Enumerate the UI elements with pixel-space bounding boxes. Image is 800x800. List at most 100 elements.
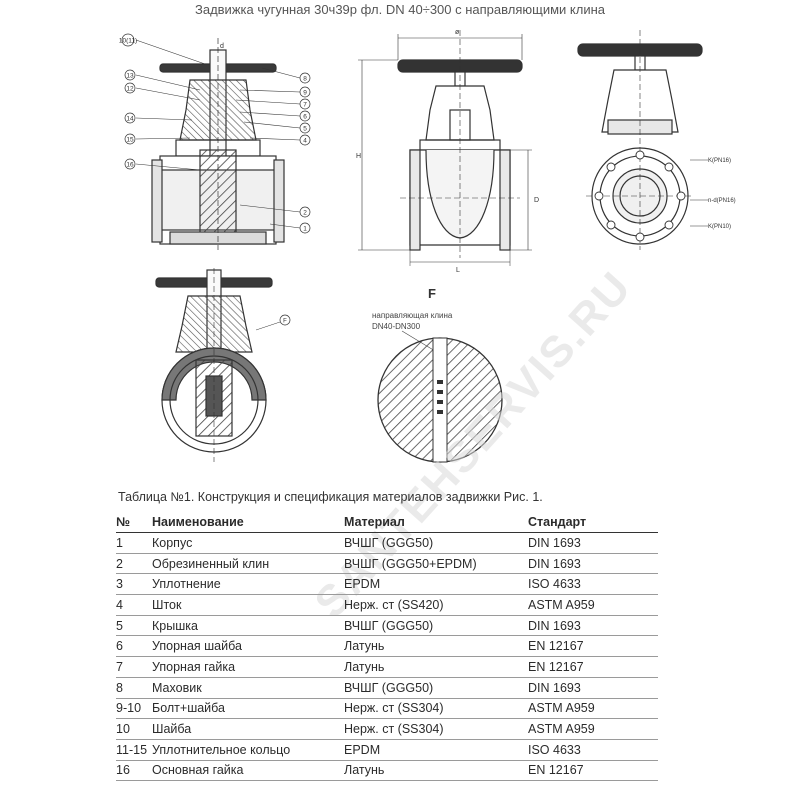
column-header-number: №	[116, 512, 152, 533]
cell-name: Упорная гайка	[152, 656, 344, 678]
section-view-drawing	[135, 38, 301, 250]
table-header-row: № Наименование Материал Стандарт	[116, 512, 658, 533]
cell-number: 3	[116, 573, 152, 596]
dim-label-k-pn16: K(PN16)	[708, 158, 731, 164]
callout-label: 14	[126, 116, 134, 123]
cell-material: Нерж. ст (SS304)	[344, 698, 528, 720]
cell-standard: EN 12167	[528, 635, 658, 658]
cell-number: 7	[116, 656, 152, 678]
cell-standard: EN 12167	[528, 760, 658, 782]
cell-standard: DIN 1693	[528, 532, 658, 554]
cell-standard: ISO 4633	[528, 739, 658, 761]
table-caption: Таблица №1. Конструкция и спецификация м…	[118, 490, 543, 504]
detail-callout: F	[283, 319, 287, 325]
callout-label: 9	[303, 90, 307, 97]
callout-label: 5	[303, 126, 307, 133]
detail-f-drawing	[377, 330, 503, 463]
document-title: Задвижка чугунная 30ч39р фл. DN 40÷300 с…	[194, 2, 605, 17]
column-header-material: Материал	[344, 512, 528, 533]
cell-standard: EN 12167	[528, 656, 658, 678]
cell-standard: DIN 1693	[528, 553, 658, 575]
cell-material: ВЧШГ (GGG50+EPDM)	[344, 553, 528, 575]
callout-label: 15	[126, 137, 134, 144]
front-view-drawing	[358, 30, 532, 266]
cell-standard: DIN 1693	[528, 677, 658, 699]
dim-label-n-d-pn16: n-d(PN16)	[708, 198, 736, 204]
cell-name: Шайба	[152, 718, 344, 740]
callout-label: 1	[303, 226, 307, 233]
cell-standard: DIN 1693	[528, 615, 658, 637]
cell-name: Уплотнение	[152, 573, 344, 596]
cell-number: 8	[116, 677, 152, 699]
dim-label-k-pn10: K(PN10)	[708, 224, 731, 230]
cell-name: Крышка	[152, 615, 344, 637]
callout-label: 6	[303, 114, 307, 121]
cell-material: Нерж. ст (SS420)	[344, 594, 528, 616]
technical-drawings: d 10(11) 13 12 14 15 16 8 9 7 6 5 4 2 1	[119, 29, 736, 463]
dim-label-d-big: D	[534, 197, 539, 204]
cell-name: Упорная шайба	[152, 635, 344, 658]
detail-caption-line2: DN40-DN300	[372, 322, 421, 331]
cell-name: Обрезиненный клин	[152, 553, 344, 575]
cell-name: Основная гайка	[152, 760, 344, 782]
callout-label: 2	[303, 210, 307, 217]
dim-label-h: H	[356, 153, 361, 160]
column-header-name: Наименование	[152, 512, 344, 533]
cell-material: Латунь	[344, 760, 528, 782]
callout-label: 10(11)	[119, 38, 137, 45]
cell-number: 2	[116, 553, 152, 575]
cell-number: 16	[116, 760, 152, 782]
cell-material: Латунь	[344, 656, 528, 678]
callout-label: 4	[303, 138, 307, 145]
cell-standard: ASTM A959	[528, 718, 658, 740]
dim-label-l: L	[456, 267, 460, 274]
cell-material: EPDM	[344, 573, 528, 596]
cutaway-view-drawing	[155, 268, 291, 462]
cell-name: Болт+шайба	[152, 698, 344, 720]
cell-standard: ASTM A959	[528, 594, 658, 616]
cell-name: Маховик	[152, 677, 344, 699]
cell-name: Уплотнительное кольцо	[152, 739, 344, 761]
dim-label-handwheel: ø	[455, 29, 460, 36]
cell-number: 11-15	[116, 739, 152, 761]
cell-number: 6	[116, 635, 152, 658]
cell-standard: ASTM A959	[528, 698, 658, 720]
callout-label: 12	[126, 86, 134, 93]
cell-number: 5	[116, 615, 152, 637]
side-view-drawing	[577, 30, 708, 250]
cell-material: ВЧШГ (GGG50)	[344, 615, 528, 637]
callout-label: 13	[126, 73, 134, 80]
cell-material: EPDM	[344, 739, 528, 761]
column-header-standard: Стандарт	[528, 512, 658, 533]
callout-label: 8	[303, 76, 307, 83]
detail-caption-line1: направляющая клина	[372, 311, 453, 320]
cell-standard: ISO 4633	[528, 573, 658, 596]
cell-material: ВЧШГ (GGG50)	[344, 677, 528, 699]
dim-label-d: d	[220, 43, 224, 50]
cell-number: 4	[116, 594, 152, 616]
cell-material: ВЧШГ (GGG50)	[344, 532, 528, 554]
cell-material: Нерж. ст (SS304)	[344, 718, 528, 740]
cell-number: 9-10	[116, 698, 152, 720]
cell-name: Корпус	[152, 532, 344, 554]
cell-name: Шток	[152, 594, 344, 616]
cell-number: 1	[116, 532, 152, 554]
callout-label: 7	[303, 102, 307, 109]
detail-letter: F	[428, 286, 436, 301]
cell-material: Латунь	[344, 635, 528, 658]
callout-label: 16	[126, 162, 134, 169]
cell-number: 10	[116, 718, 152, 740]
